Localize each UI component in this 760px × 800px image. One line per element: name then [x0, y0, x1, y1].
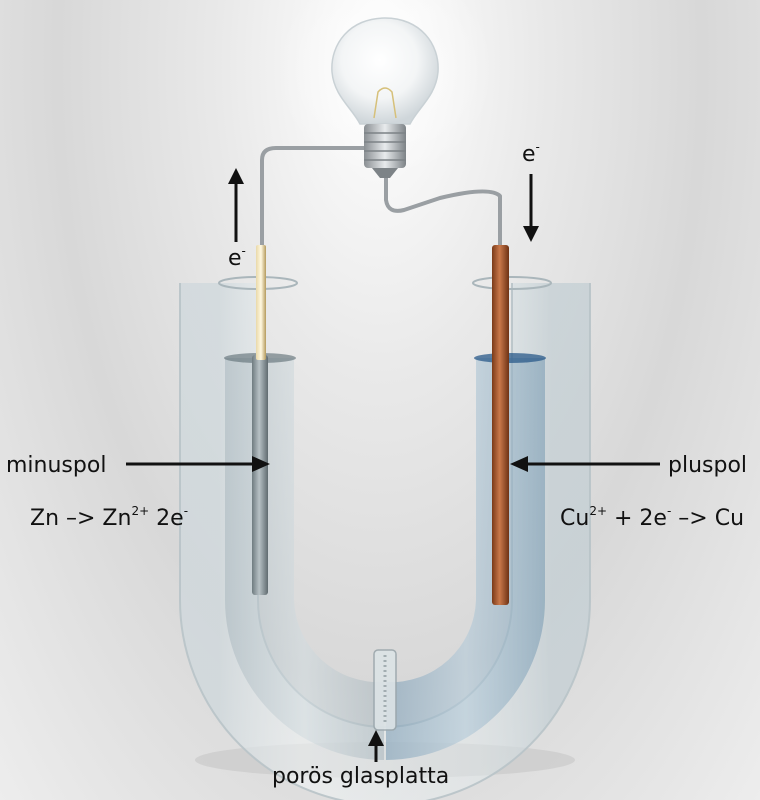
glasplatta-pointer — [368, 730, 384, 762]
electron-symbol-right: e — [522, 142, 536, 167]
copper-electrode — [492, 245, 509, 605]
electron-label-left: e- — [228, 245, 246, 271]
light-bulb-filament — [373, 87, 397, 119]
right-wire — [384, 172, 502, 245]
zn-eq-right: 2e — [149, 506, 184, 531]
cu-eq-left-charge: 2+ — [589, 504, 608, 518]
zinc-electrode-top — [256, 245, 266, 360]
pluspol-pointer — [510, 456, 660, 472]
pluspol-label: pluspol — [668, 453, 748, 478]
light-bulb-tip — [372, 168, 398, 178]
zinc-electrode — [252, 355, 268, 595]
electron-symbol-left: e — [228, 246, 242, 271]
electron-charge-left: - — [241, 244, 246, 258]
electron-label-right: e- — [522, 141, 540, 167]
left-wire — [260, 146, 370, 245]
right-tube-rim — [472, 276, 552, 290]
cu-eq-left: Cu — [560, 506, 590, 531]
zn-eq-left: Zn –> Zn — [30, 506, 132, 531]
minuspol-pointer — [126, 456, 270, 472]
u-tube-outline-outer — [179, 283, 591, 800]
electron-charge-right: - — [535, 140, 540, 154]
zn-eq-right-charge: - — [183, 504, 189, 518]
cu-eq-middle-charge: - — [666, 504, 672, 518]
copper-half-reaction: Cu2+ + 2e- –> Cu — [560, 505, 745, 531]
light-bulb-threads — [364, 132, 406, 161]
cu-eq-right: –> Cu — [671, 506, 745, 531]
zinc-half-reaction: Zn –> Zn2+ 2e- — [30, 505, 188, 531]
zn-eq-left-charge: 2+ — [131, 504, 150, 518]
minuspol-label: minuspol — [6, 453, 107, 478]
cu-eq-middle: + 2e — [607, 506, 667, 531]
porous-glass-plate-label: porös glasplatta — [272, 764, 450, 789]
u-tube-glass — [180, 283, 590, 800]
copper-solution-surface — [474, 353, 546, 363]
electron-arrow-down — [523, 174, 539, 242]
electron-arrow-up — [228, 168, 244, 242]
light-bulb-base — [364, 124, 406, 168]
